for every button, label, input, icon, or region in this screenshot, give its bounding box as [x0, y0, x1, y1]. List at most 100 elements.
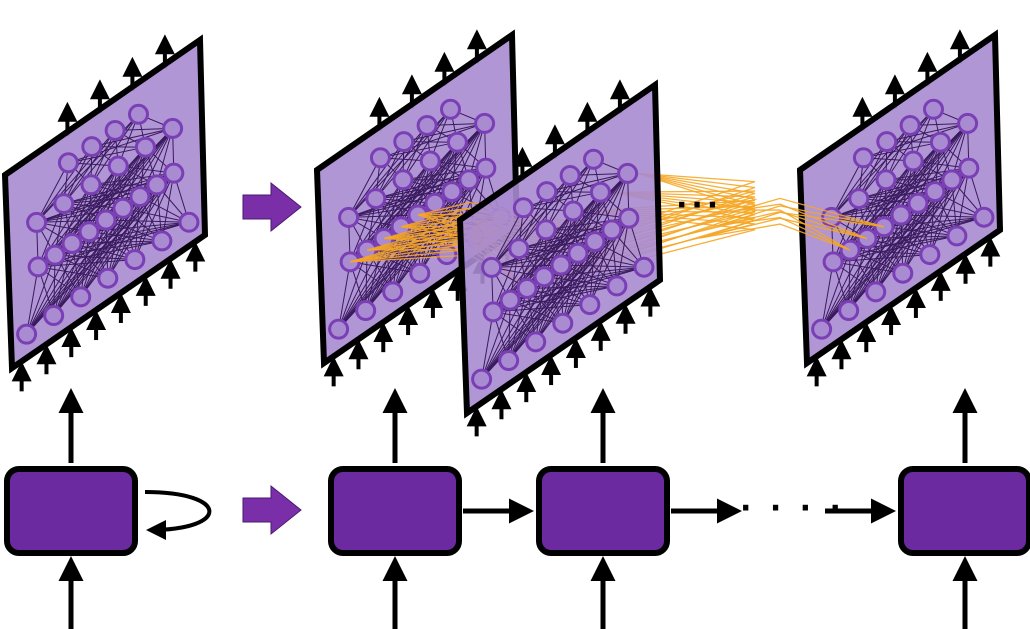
- neuron-layer-0: [151, 230, 173, 252]
- connection: [858, 108, 934, 199]
- connection: [546, 172, 628, 193]
- connection: [350, 261, 420, 274]
- neuron-layer-1: [458, 169, 480, 191]
- neuron-layer-2: [474, 112, 496, 134]
- neuron-layer-3: [583, 148, 605, 170]
- neuron-layer-1: [907, 192, 929, 214]
- neuron-layer-3: [81, 136, 103, 158]
- connection: [863, 141, 941, 159]
- connection: [68, 146, 146, 164]
- neuron-layer-2: [392, 169, 414, 191]
- connection: [68, 127, 173, 164]
- front-panels-layer: [456, 79, 664, 437]
- connection: [446, 191, 453, 255]
- neuron-layer-2: [562, 200, 584, 222]
- neuron-layer-0: [97, 267, 119, 289]
- neuron-layer-1: [44, 244, 66, 266]
- connection: [71, 242, 135, 261]
- connection: [543, 276, 617, 287]
- neuron-layer-0: [811, 318, 833, 340]
- neuron-layer-1: [482, 301, 504, 323]
- neuron-layer-1: [163, 162, 185, 184]
- recurrent-edge: [719, 216, 851, 251]
- connection: [338, 261, 351, 330]
- ellipsis-boxes: · · · ·: [740, 491, 845, 526]
- neuron-layer-1: [941, 169, 963, 191]
- neuron-layer-1: [112, 197, 134, 219]
- neuron-layer-0: [471, 368, 493, 390]
- neuron-layer-0: [606, 275, 628, 297]
- connection: [821, 261, 834, 330]
- connection: [858, 125, 911, 199]
- neuron-layer-3: [393, 131, 415, 153]
- connection: [63, 196, 140, 205]
- connection: [493, 304, 590, 313]
- connection: [833, 254, 930, 263]
- connection: [36, 162, 69, 223]
- neuron-layer-1: [839, 239, 861, 261]
- connection: [509, 229, 547, 301]
- connection: [54, 184, 92, 256]
- neuron-layer-0: [633, 256, 655, 278]
- network-panel-t2: [456, 79, 664, 437]
- neuron-layer-3: [899, 114, 921, 136]
- recurrent-edge: [739, 197, 885, 228]
- neuron-layer-0: [409, 262, 431, 284]
- neuron-layer-3: [536, 181, 558, 203]
- connection: [902, 191, 936, 274]
- neuron-layer-1: [146, 174, 168, 196]
- connection: [883, 226, 957, 237]
- connection: [348, 141, 405, 218]
- recurrent-edge: [739, 209, 851, 251]
- connection: [481, 311, 494, 380]
- neuron-layer-0: [124, 249, 146, 271]
- connection: [367, 249, 447, 256]
- connection: [863, 122, 968, 159]
- network-panel-tn: [796, 29, 1004, 387]
- recurrent-edge: [719, 205, 885, 228]
- connection: [36, 146, 93, 223]
- connection: [850, 249, 930, 256]
- neuron-layer-3: [104, 119, 126, 141]
- connection: [122, 207, 190, 223]
- neuron-layer-0: [382, 281, 404, 303]
- neuron-layer-0: [552, 312, 574, 334]
- connection: [510, 299, 590, 306]
- connection: [831, 214, 901, 218]
- neuron-layer-2: [162, 117, 184, 139]
- unroll-arrow-bottom: [242, 484, 302, 536]
- neuron-layer-2: [617, 162, 639, 184]
- connection: [63, 113, 139, 204]
- neuron-layer-3: [852, 147, 874, 169]
- neuron-layer-1: [822, 251, 844, 273]
- connection: [831, 157, 864, 218]
- connection: [134, 184, 158, 260]
- neuron-layer-2: [481, 256, 503, 278]
- connection: [90, 114, 139, 186]
- neuron-layer-1: [499, 289, 521, 311]
- neuron-layer-1: [533, 266, 555, 288]
- connection: [848, 226, 885, 311]
- rnn-cell-1: [328, 466, 462, 556]
- neuron-layer-2: [508, 238, 530, 260]
- neuron-layer-1: [618, 207, 640, 229]
- connection: [523, 172, 628, 209]
- rnn-cell-2: [536, 466, 670, 556]
- neuron-layer-1: [924, 181, 946, 203]
- connection: [929, 179, 953, 255]
- neuron-layer-3: [512, 197, 534, 219]
- connection: [105, 219, 189, 223]
- connection: [562, 241, 596, 324]
- neuron-layer-0: [525, 331, 547, 353]
- panel-plane: [456, 79, 664, 419]
- connection: [348, 214, 418, 218]
- connection: [375, 108, 451, 199]
- connection: [535, 264, 562, 343]
- neuron-layer-1: [550, 254, 572, 276]
- neuron-layer-0: [70, 286, 92, 308]
- neuron-layer-0: [498, 350, 520, 372]
- neuron-layer-1: [27, 256, 49, 278]
- connection: [403, 122, 485, 143]
